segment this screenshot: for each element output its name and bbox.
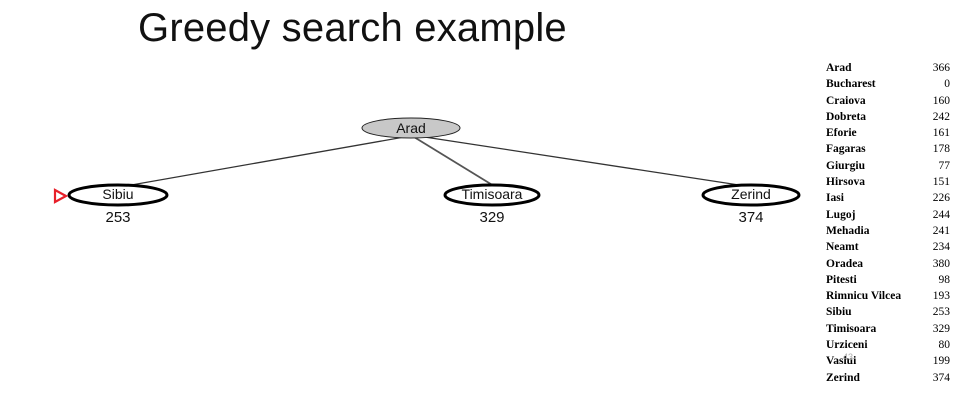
heuristic-value: 0 (944, 78, 950, 91)
table-row: Arad 366 (826, 60, 950, 76)
heuristic-value: 160 (932, 94, 950, 107)
node-cost: 253 (105, 209, 130, 226)
table-row: Dobreta 242 (826, 109, 950, 125)
heuristic-value: 199 (932, 355, 950, 368)
city-name: Lugoj (826, 208, 856, 221)
heuristic-value: 241 (932, 224, 950, 237)
heuristic-value: 329 (932, 322, 950, 335)
heuristic-value: 242 (932, 110, 950, 123)
table-row: Iasi 226 (826, 190, 950, 206)
table-row: Giurgiu 77 (826, 158, 950, 174)
city-name: Sibiu (826, 306, 852, 319)
city-name: Giurgiu (826, 159, 865, 172)
heuristic-value: 193 (932, 290, 950, 303)
city-name: Timisoara (826, 322, 877, 335)
heuristic-value: 161 (932, 127, 950, 140)
node-label: Arad (396, 120, 426, 136)
table-row: Oradea 380 (826, 256, 950, 272)
heuristic-value: 366 (932, 62, 950, 74)
search-tree: Arad Sibiu 253 Timisoara 329 Zerind 374 (53, 117, 801, 226)
table-row: Fagaras 178 (826, 141, 950, 157)
city-name: Craiova (826, 94, 866, 107)
heuristic-value: 226 (932, 192, 950, 205)
heuristic-value: 98 (938, 273, 951, 286)
heuristic-value: 178 (932, 143, 950, 156)
city-name: Hirsova (826, 176, 865, 189)
city-name: Fagaras (826, 143, 866, 156)
city-name: Zerind (826, 371, 860, 384)
city-name: Rimnicu Vilcea (826, 290, 902, 303)
tree-node-root: Arad (361, 117, 461, 139)
heuristic-value: 77 (938, 159, 951, 172)
table-row: Zerind 374 (826, 370, 950, 386)
page-number: 43 (843, 352, 854, 362)
heuristic-value: 80 (938, 339, 951, 352)
table-row: Mehadia 241 (826, 223, 950, 239)
tree-node-timisoara: Timisoara 329 (443, 183, 541, 226)
city-name: Eforie (826, 127, 857, 140)
tree-node-sibiu: Sibiu 253 (67, 183, 169, 226)
table-row: Vaslui 199 (826, 353, 950, 369)
table-row: Urziceni 80 (826, 337, 950, 353)
heuristic-value: 374 (932, 371, 950, 384)
city-name: Urziceni (826, 339, 868, 352)
edge-arad-sibiu (119, 135, 411, 188)
table-row: Bucharest 0 (826, 76, 950, 92)
city-name: Bucharest (826, 78, 876, 91)
city-name: Pitesti (826, 273, 857, 286)
city-name: Dobreta (826, 110, 867, 123)
city-name: Mehadia (826, 224, 870, 237)
heuristic-value: 253 (932, 306, 950, 319)
table-row: Lugoj 244 (826, 207, 950, 223)
play-arrow-icon (53, 188, 69, 204)
node-cost: 329 (479, 209, 504, 226)
tree-node-zerind: Zerind 374 (701, 183, 801, 226)
city-name: Arad (826, 62, 852, 74)
city-name: Vaslui (826, 355, 857, 368)
slide-title: Greedy search example (138, 6, 567, 50)
city-name: Oradea (826, 257, 864, 270)
table-row: Hirsova 151 (826, 174, 950, 190)
edge-arad-zerind (417, 135, 753, 188)
heuristic-value: 234 (932, 241, 950, 254)
table-row: Eforie 161 (826, 125, 950, 141)
table-row: Sibiu 253 (826, 304, 950, 320)
heuristic-value: 380 (932, 257, 950, 270)
table-row: Craiova 160 (826, 93, 950, 109)
heuristic-value: 151 (932, 176, 950, 189)
table-row: Pitesti 98 (826, 272, 950, 288)
node-label: Timisoara (462, 186, 523, 202)
node-label: Zerind (731, 186, 771, 202)
edge-arad-timisoara (413, 136, 495, 187)
city-name: Iasi (826, 192, 844, 205)
heuristic-value: 244 (932, 208, 950, 221)
node-label: Sibiu (102, 186, 133, 202)
table-row: Neamt 234 (826, 239, 950, 255)
city-name: Neamt (826, 241, 859, 254)
node-cost: 374 (738, 209, 763, 226)
table-row: Timisoara 329 (826, 321, 950, 337)
table-row: Rimnicu Vilcea 193 (826, 288, 950, 304)
